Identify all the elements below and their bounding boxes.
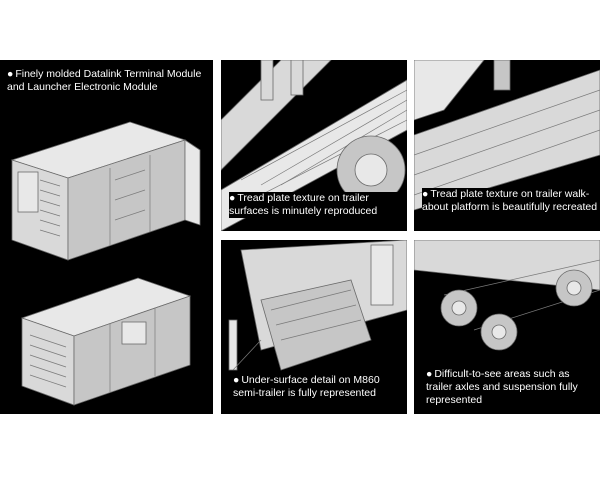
axles-image <box>414 240 600 351</box>
under-surface-image <box>228 240 407 371</box>
panel-modules: ●Finely molded Datalink Terminal Module … <box>0 60 213 414</box>
panel-tread-plate-trailer: ●Tread plate texture on trailer surfaces… <box>221 60 407 231</box>
caption-modules: ●Finely molded Datalink Terminal Module … <box>7 68 202 93</box>
caption-under-surface: ●Under-surface detail on M860 semi-trail… <box>233 374 405 400</box>
panel-axles: ●Difficult-to-see areas such as trailer … <box>414 240 600 414</box>
caption-tread-platform: ●Tread plate texture on trailer walk-abo… <box>422 188 598 214</box>
launcher-electronic-module-image <box>20 277 192 406</box>
panel-tread-plate-platform: ●Tread plate texture on trailer walk-abo… <box>414 60 600 231</box>
tread-plate-platform-image <box>414 60 600 211</box>
datalink-terminal-module-image <box>10 121 201 261</box>
caption-tread-trailer: ●Tread plate texture on trailer surfaces… <box>229 192 405 218</box>
panel-under-surface: ●Under-surface detail on M860 semi-trail… <box>221 240 407 414</box>
module-illustrations <box>10 121 201 406</box>
caption-axles: ●Difficult-to-see areas such as trailer … <box>426 368 598 407</box>
